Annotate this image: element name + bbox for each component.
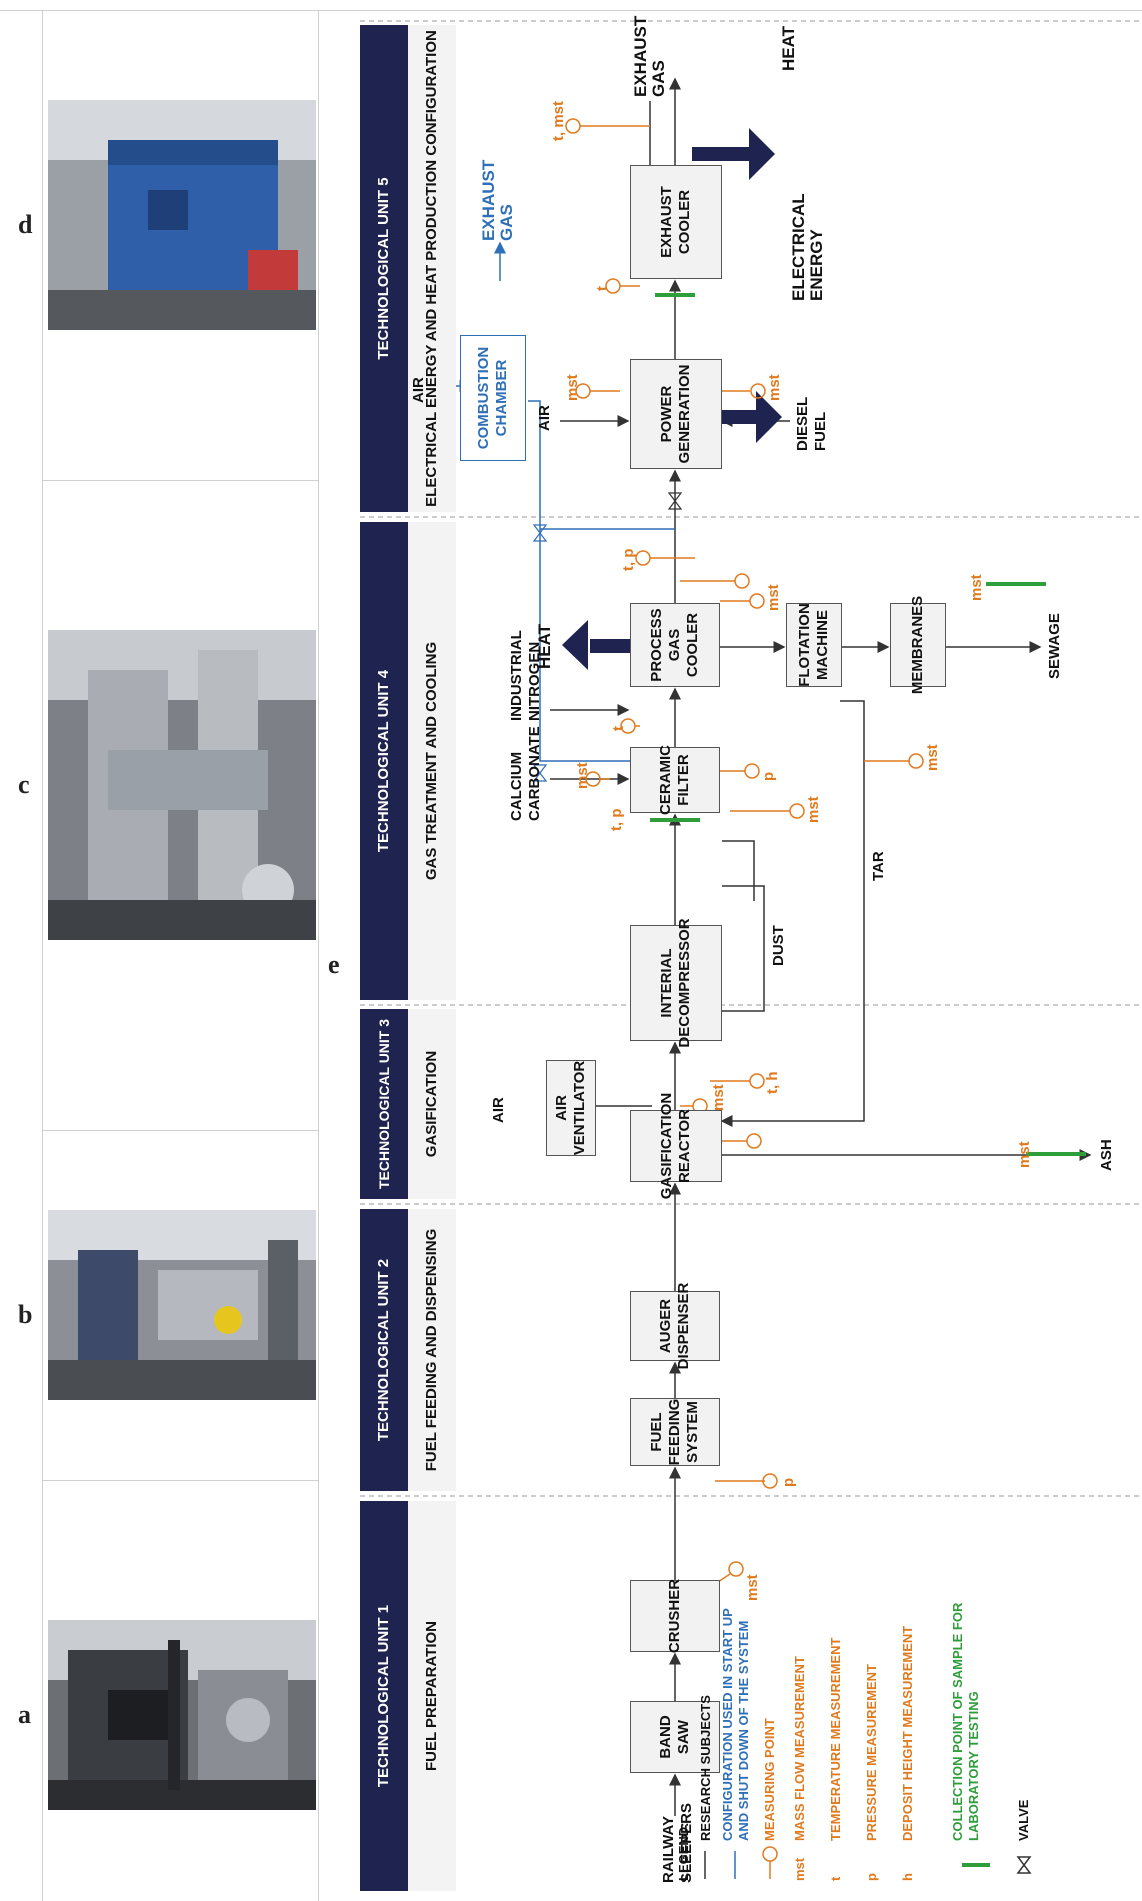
membranes-box: MEMBRANES <box>890 596 946 694</box>
unit-2-title: TECHNOLOGICAL UNIT 2 <box>360 1209 408 1491</box>
exhaust-gas-label-combustion: EXHAUST GAS <box>479 159 516 241</box>
unit-1-title: TECHNOLOGICAL UNIT 1 <box>360 1501 408 1891</box>
process-gas-cooler-box: PROCESS GAS COOLER <box>630 603 720 687</box>
heat-label-pgc: HEAT <box>535 623 554 669</box>
unit-3-subtitle: GASIFICATION <box>408 1009 456 1199</box>
mst-label-ash: mst <box>1016 1141 1033 1168</box>
p-label-ceramic: p <box>760 771 777 781</box>
combustion-chamber-box: COMBUSTION CHAMBER <box>460 335 526 461</box>
legend-item-measuring-point: MEASURING POINT <box>762 1718 777 1841</box>
mst-label-membranes: mst <box>968 574 985 601</box>
ceramic-filter-box: CERAMIC FILTER <box>630 745 720 815</box>
legend-item-research-subjects: RESEARCH SUBJECTS <box>698 1695 713 1841</box>
ash-label: ASH <box>1098 1139 1115 1171</box>
photo-a <box>48 1620 316 1810</box>
caption-letter-e: e <box>328 950 340 979</box>
p-label-fuel-feeding: p <box>780 1477 797 1487</box>
mst-label-air-power: mst <box>564 374 581 401</box>
heat-label-exhaust: HEAT <box>779 25 798 71</box>
caption-letter-a: a <box>18 1700 31 1729</box>
mst-label-diesel: mst <box>766 374 783 401</box>
flotation-machine-box: FLOTATION MACHINE <box>786 603 842 687</box>
power-generation-box: POWER GENERATION <box>630 359 722 469</box>
photo-c <box>48 630 316 940</box>
mst-label-dust: mst <box>805 796 822 823</box>
air-label-power: AIR <box>536 405 553 431</box>
legend-item-sample-collection: COLLECTION POINT OF SAMPLE FOR LABORATOR… <box>950 1602 981 1841</box>
table-divider-photos <box>318 10 319 1901</box>
tmst-label-exhaust: t, mst <box>550 100 567 141</box>
unit-5-title: TECHNOLOGICAL UNIT 5 <box>360 25 408 512</box>
unit-4-subtitle: GAS TREATMENT AND COOLING <box>408 522 456 1000</box>
legend-sym-t: t <box>828 1876 843 1881</box>
air-label-combustion: AIR <box>410 377 427 403</box>
legend-item-temperature: TEMPERATURE MEASUREMENT <box>828 1637 843 1841</box>
air-ventilator-box: AIR VENTILATOR <box>546 1060 596 1156</box>
interial-decompressor-box: INTERIAL DECOMPRESSOR <box>630 918 722 1048</box>
mst-label-ventilator: mst <box>710 1084 727 1111</box>
unit-4-title: TECHNOLOGICAL UNIT 4 <box>360 522 408 1000</box>
unit-5-subtitle: ELECTRICAL ENERGY AND HEAT PRODUCTION CO… <box>408 25 456 512</box>
dust-label: DUST <box>770 925 787 966</box>
photo-b <box>48 1210 316 1400</box>
legend-sym-mst: mst <box>792 1857 807 1881</box>
exhaust-cooler-box: EXHAUST COOLER <box>630 165 722 279</box>
table-border-top <box>0 10 1142 11</box>
legend-item-pressure: PRESSURE MEASUREMENT <box>864 1664 879 1841</box>
legend-title: LEGEND: <box>676 1822 691 1882</box>
diesel-fuel-label: DIESEL FUEL <box>794 397 829 451</box>
legend-item-deposit-height: DEPOSIT HEIGHT MEASUREMENT <box>900 1625 915 1841</box>
caption-letter-b: b <box>18 1300 33 1329</box>
caption-letter-d: d <box>18 210 33 239</box>
t-label-power: t <box>594 286 611 291</box>
crusher-box: CRUSHER <box>630 1579 720 1653</box>
legend-sym-p: p <box>864 1873 879 1881</box>
calcium-carbonate-label: CALCIUM CARBONATE <box>508 726 543 821</box>
table-row-divider <box>42 1130 318 1131</box>
auger-dispenser-box: AUGER DISPENSER <box>630 1283 720 1369</box>
unit-1-subtitle: FUEL PREPARATION <box>408 1501 456 1891</box>
fuel-feeding-system-box: FUEL FEEDING SYSTEM <box>630 1398 720 1466</box>
caption-letter-c: c <box>18 770 30 799</box>
th-label-reactor: t, h <box>764 1071 781 1095</box>
photo-d <box>48 100 316 330</box>
legend-item-startup-config: CONFIGURATION USED IN START UP AND SHUT … <box>720 1608 751 1841</box>
unit-3-title: TECHNOLOGICAL UNIT 3 <box>360 1009 408 1199</box>
mst-label-pgc: mst <box>765 584 782 611</box>
unit-2-subtitle: FUEL FEEDING AND DISPENSING <box>408 1209 456 1491</box>
t-label-ceramic: t <box>610 726 627 731</box>
mst-label-calcium: mst <box>574 762 591 789</box>
tp-label-decompressor: t, p <box>608 808 625 832</box>
tar-label: TAR <box>870 851 887 881</box>
gasification-reactor-box: GASIFICATION REACTOR <box>630 1093 722 1199</box>
sewage-label: SEWAGE <box>1046 613 1063 679</box>
table-divider-caption <box>42 10 43 1901</box>
exhaust-gas-label: EXHAUST GAS <box>631 15 668 97</box>
mst-label-tar: mst <box>924 744 941 771</box>
air-label-gasification: AIR <box>490 1097 507 1123</box>
legend-sym-h: h <box>900 1873 915 1881</box>
electrical-energy-label: ELECTRICAL ENERGY <box>789 193 826 301</box>
legend-item-mass-flow: MASS FLOW MEASUREMENT <box>792 1656 807 1841</box>
table-row-divider <box>42 480 318 481</box>
table-row-divider <box>42 1480 318 1481</box>
process-diagram: TECHNOLOGICAL UNIT 1 FUEL PREPARATION TE… <box>350 0 1140 1901</box>
legend-item-valve: VALVE <box>1016 1799 1031 1841</box>
tp-label-pgc: t, p <box>620 548 637 572</box>
